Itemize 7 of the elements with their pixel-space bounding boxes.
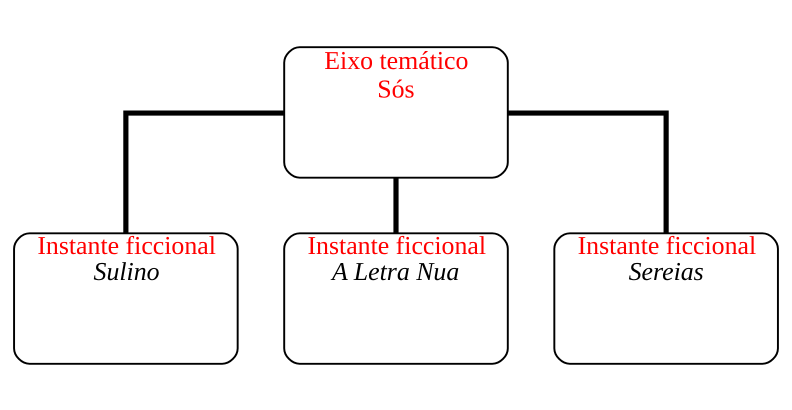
connector	[393, 178, 399, 232]
connector	[508, 110, 669, 233]
node-box: Instante ficcional Sereias	[553, 232, 779, 364]
node-box: Instante ficcional A Letra Nua	[283, 232, 509, 364]
connector	[123, 110, 284, 233]
node-box: Instante ficcional Sulino	[13, 232, 239, 364]
node-box: Eixo temático Sós	[283, 46, 509, 178]
